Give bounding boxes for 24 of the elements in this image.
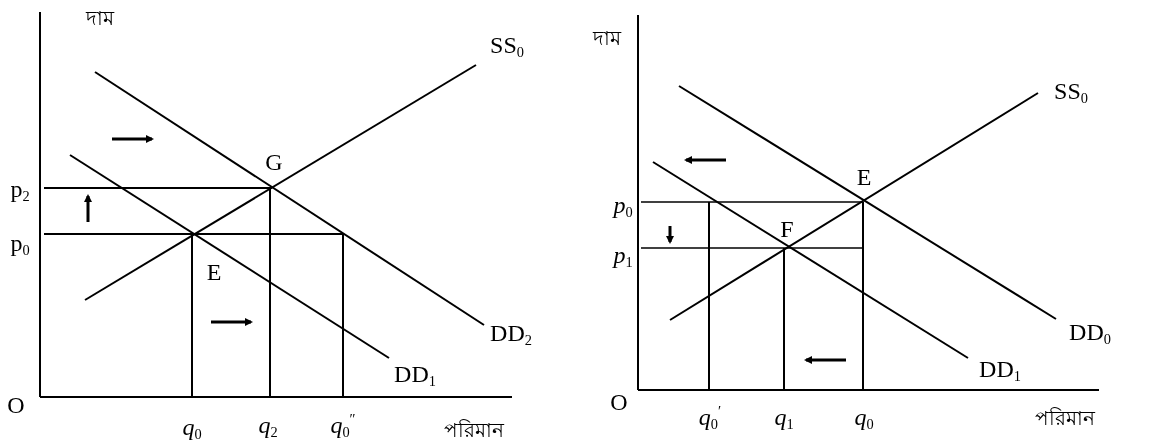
axis-label: দাম (86, 8, 114, 28)
price-label: p$_{2}$ (10, 176, 30, 204)
axis-label: দাম (593, 28, 621, 48)
quantity-label: q$_{2}$ (258, 412, 278, 440)
curve-label: DD$_{1}$ (394, 361, 436, 389)
point-label: G (265, 150, 283, 174)
curve-label: SS$_{0}$ (490, 32, 524, 60)
curve-label: DD$_{0}$ (1069, 319, 1111, 347)
curve-label: SS$_{0}$ (1054, 78, 1088, 106)
point-label: E (856, 165, 872, 189)
curve-label: DD$_{1}$ (979, 356, 1021, 384)
quantity-label: q$_{1}$ (774, 404, 794, 432)
price-label: p$_{0}$ (613, 192, 633, 220)
quantity-label: q$_{0}$ (854, 404, 874, 432)
origin-label: O (7, 393, 25, 417)
axis-label: পরিমান (1035, 408, 1095, 428)
point-label: F (780, 217, 794, 241)
quantity-label: q$_{0}$ (182, 414, 202, 442)
curve-label: DD$_{2}$ (490, 320, 532, 348)
price-label: p$_{0}$ (10, 230, 30, 258)
point-label: E (206, 260, 222, 284)
axis-label: পরিমান (444, 420, 504, 440)
origin-label: O (610, 390, 628, 414)
price-label: p$_{1}$ (613, 242, 633, 270)
